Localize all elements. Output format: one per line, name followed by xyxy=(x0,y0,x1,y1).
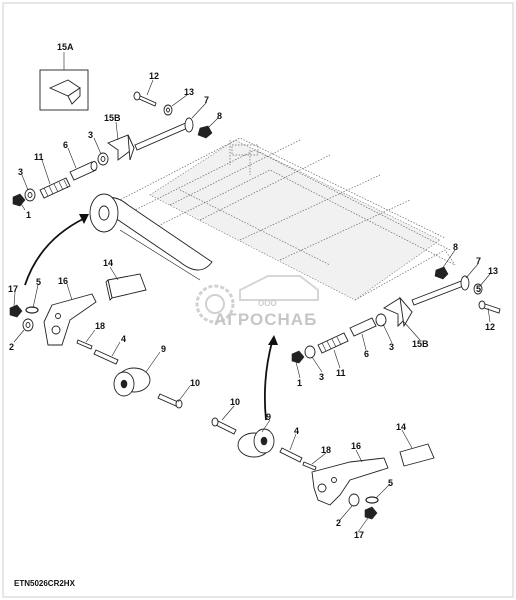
upper-bolt-assembly xyxy=(12,91,213,207)
callout-18-right: 18 xyxy=(321,445,331,455)
watermark-small-text: ООО xyxy=(258,299,277,308)
callout-9-left: 9 xyxy=(161,344,166,354)
callout-7-right: 7 xyxy=(476,256,481,266)
assembly-arrows xyxy=(24,214,278,421)
callout-10-left: 10 xyxy=(190,378,200,388)
callout-3-right-inner: 3 xyxy=(389,342,394,352)
callout-1-right: 1 xyxy=(297,378,302,388)
callout-14-left: 14 xyxy=(103,258,113,268)
right-lower-assembly xyxy=(211,417,435,520)
left-lower-assembly xyxy=(9,273,183,409)
callout-13-top: 13 xyxy=(184,87,194,97)
leader-lines xyxy=(13,52,491,533)
callout-11-top: 11 xyxy=(34,152,44,162)
callout-3-right-outer: 3 xyxy=(319,372,324,382)
callout-5-right-rod: 5 xyxy=(476,284,481,294)
callout-17-right: 17 xyxy=(354,530,364,540)
callout-1-top: 1 xyxy=(26,210,31,220)
callout-15a-inset: 15A xyxy=(57,42,74,52)
callout-6-right: 6 xyxy=(364,349,369,359)
watermark: ООО АГРОСНАБ xyxy=(195,275,319,329)
callout-5-right: 5 xyxy=(388,478,393,488)
callout-14-right: 14 xyxy=(396,422,406,432)
callout-17-left: 17 xyxy=(8,284,18,294)
callout-18-left: 18 xyxy=(95,321,105,331)
callout-16-right: 16 xyxy=(351,441,361,451)
callout-7-top: 7 xyxy=(204,95,209,105)
callout-2-left: 2 xyxy=(9,342,14,352)
callout-5-left: 5 xyxy=(36,277,41,287)
callout-4-left: 4 xyxy=(121,334,126,344)
callout-12-right: 12 xyxy=(485,322,495,332)
callout-16-left: 16 xyxy=(58,276,68,286)
callout-8-right: 8 xyxy=(453,242,458,252)
callout-4-right: 4 xyxy=(294,426,299,436)
callout-11-right: 11 xyxy=(336,368,346,378)
callout-8-top: 8 xyxy=(217,111,222,121)
callout-2-right: 2 xyxy=(336,518,341,528)
callout-12-top: 12 xyxy=(149,71,159,81)
callouts: 15A 12 13 7 8 15B 3 6 11 3 1 14 16 17 5 … xyxy=(8,42,498,540)
callout-15b-right: 15B xyxy=(412,339,429,349)
reel-frame xyxy=(89,137,456,301)
watermark-text: АГРОСНАБ xyxy=(214,310,317,329)
figure-code: ETN5026CR2HX xyxy=(14,579,76,588)
callout-13-right: 13 xyxy=(488,266,498,276)
callout-15b-top: 15B xyxy=(104,113,121,123)
callout-10-right: 10 xyxy=(230,397,240,407)
callout-3-top-outer: 3 xyxy=(18,167,23,177)
callout-9-right: 9 xyxy=(266,412,271,422)
right-upper-assembly xyxy=(291,266,501,364)
callout-6-top: 6 xyxy=(63,140,68,150)
callout-3-top-inner: 3 xyxy=(88,130,93,140)
inset-15a xyxy=(39,69,89,111)
